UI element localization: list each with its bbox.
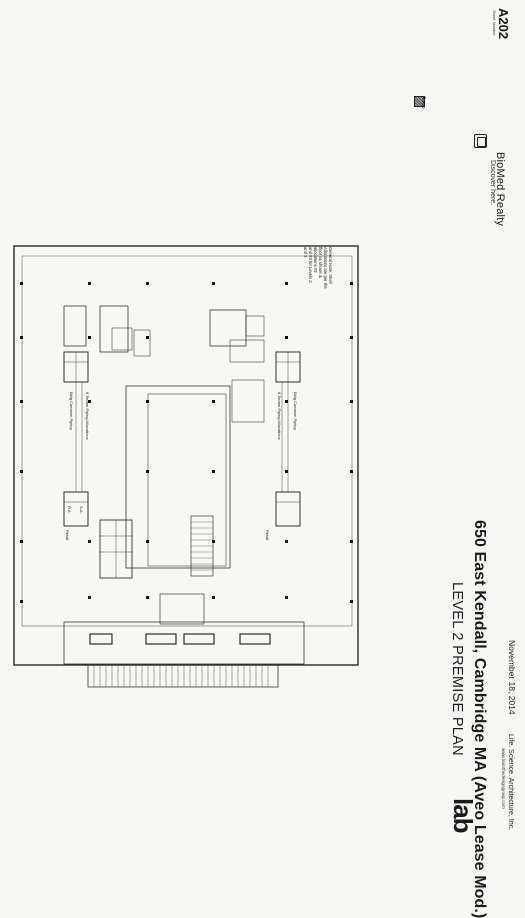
sheet-date: November 18, 2014 [507, 640, 517, 715]
building-outline [13, 245, 359, 666]
label-retail-2: Retail [265, 530, 270, 540]
label-retail-1: Retail [65, 530, 70, 540]
label-sa: S.A. [79, 506, 84, 514]
label-piping-1: Bldg Common Piping [69, 392, 74, 430]
sheet-number-label: Sheet Number [492, 10, 497, 36]
legend-label: Aveo [420, 96, 426, 109]
lab-logo: lab [448, 798, 478, 833]
biomed-logo-icon [474, 134, 487, 148]
lab-url: www.lsainthedesigngroup.com [501, 748, 506, 809]
sheet-number: A202 [496, 8, 511, 40]
drawing-sheet: Bldg Common Piping 6 Tenant Piping Alloc… [13, 8, 517, 918]
sheet-title: 650 East Kendall, Cambridge MA (Aveo Lea… [471, 520, 488, 918]
general-note: General Note: Shell Allocations are per … [303, 247, 333, 289]
floor-plan: Bldg Common Piping 6 Tenant Piping Alloc… [13, 245, 359, 688]
label-piping-4: Bldg Common Piping [293, 392, 298, 430]
biomed-tagline: Discover here. [489, 160, 496, 206]
lobby [63, 621, 305, 665]
sheet-subtitle: LEVEL 2 PREMISE PLAN [449, 582, 465, 756]
label-piping-2: 6 Tenant Piping Allocations [85, 392, 90, 440]
label-piping-3: 6 Tenant Piping Allocations [277, 392, 282, 440]
column-grid [20, 282, 353, 603]
label-ra: R.A. [67, 506, 72, 514]
central-core [125, 385, 231, 569]
legend-swatch [414, 96, 425, 107]
lab-tagline: Life. Science. Architecture, Inc. [507, 734, 514, 831]
exterior-steps [87, 664, 279, 688]
shaft-right-2 [275, 491, 301, 527]
